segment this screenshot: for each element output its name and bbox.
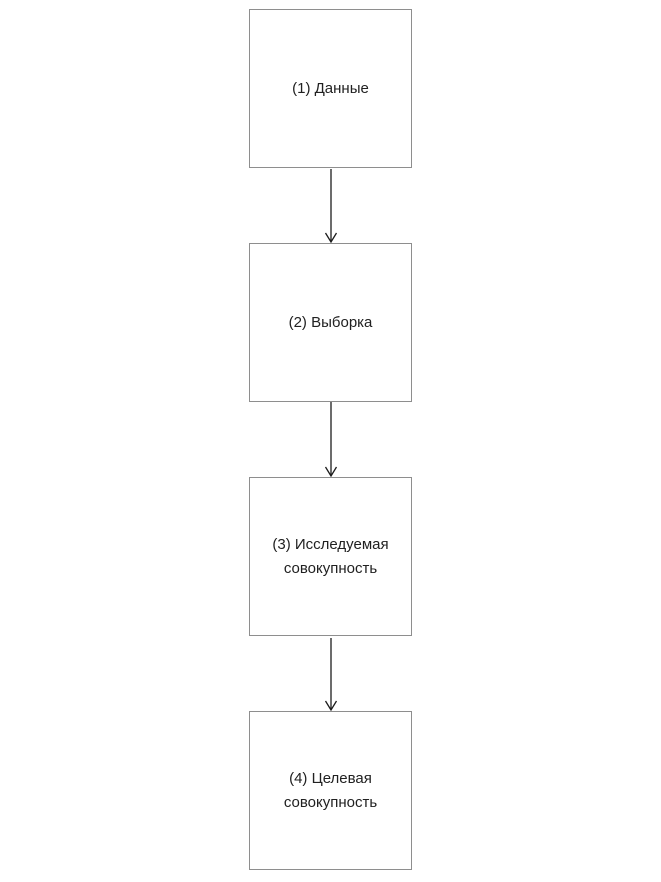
node-label: (4) Целевая совокупность [283, 769, 378, 811]
flowchart-node-tselevaya-sovokupnost: (4) Целевая совокупность [249, 711, 412, 870]
flowchart-node-issleduemaya-sovokupnost: (3) Исследуемая совокупность [249, 477, 412, 636]
node-label: (3) Исследуемая совокупность [272, 535, 389, 577]
flowchart-node-dannye: (1) Данные [249, 9, 412, 168]
node-label: (1) Данные [292, 79, 369, 97]
arrow-down-icon [324, 638, 338, 711]
node-label: (2) Выборка [288, 313, 373, 331]
flowchart-node-vyborka: (2) Выборка [249, 243, 412, 402]
arrow-down-icon [324, 169, 338, 243]
arrow-down-icon [324, 402, 338, 477]
